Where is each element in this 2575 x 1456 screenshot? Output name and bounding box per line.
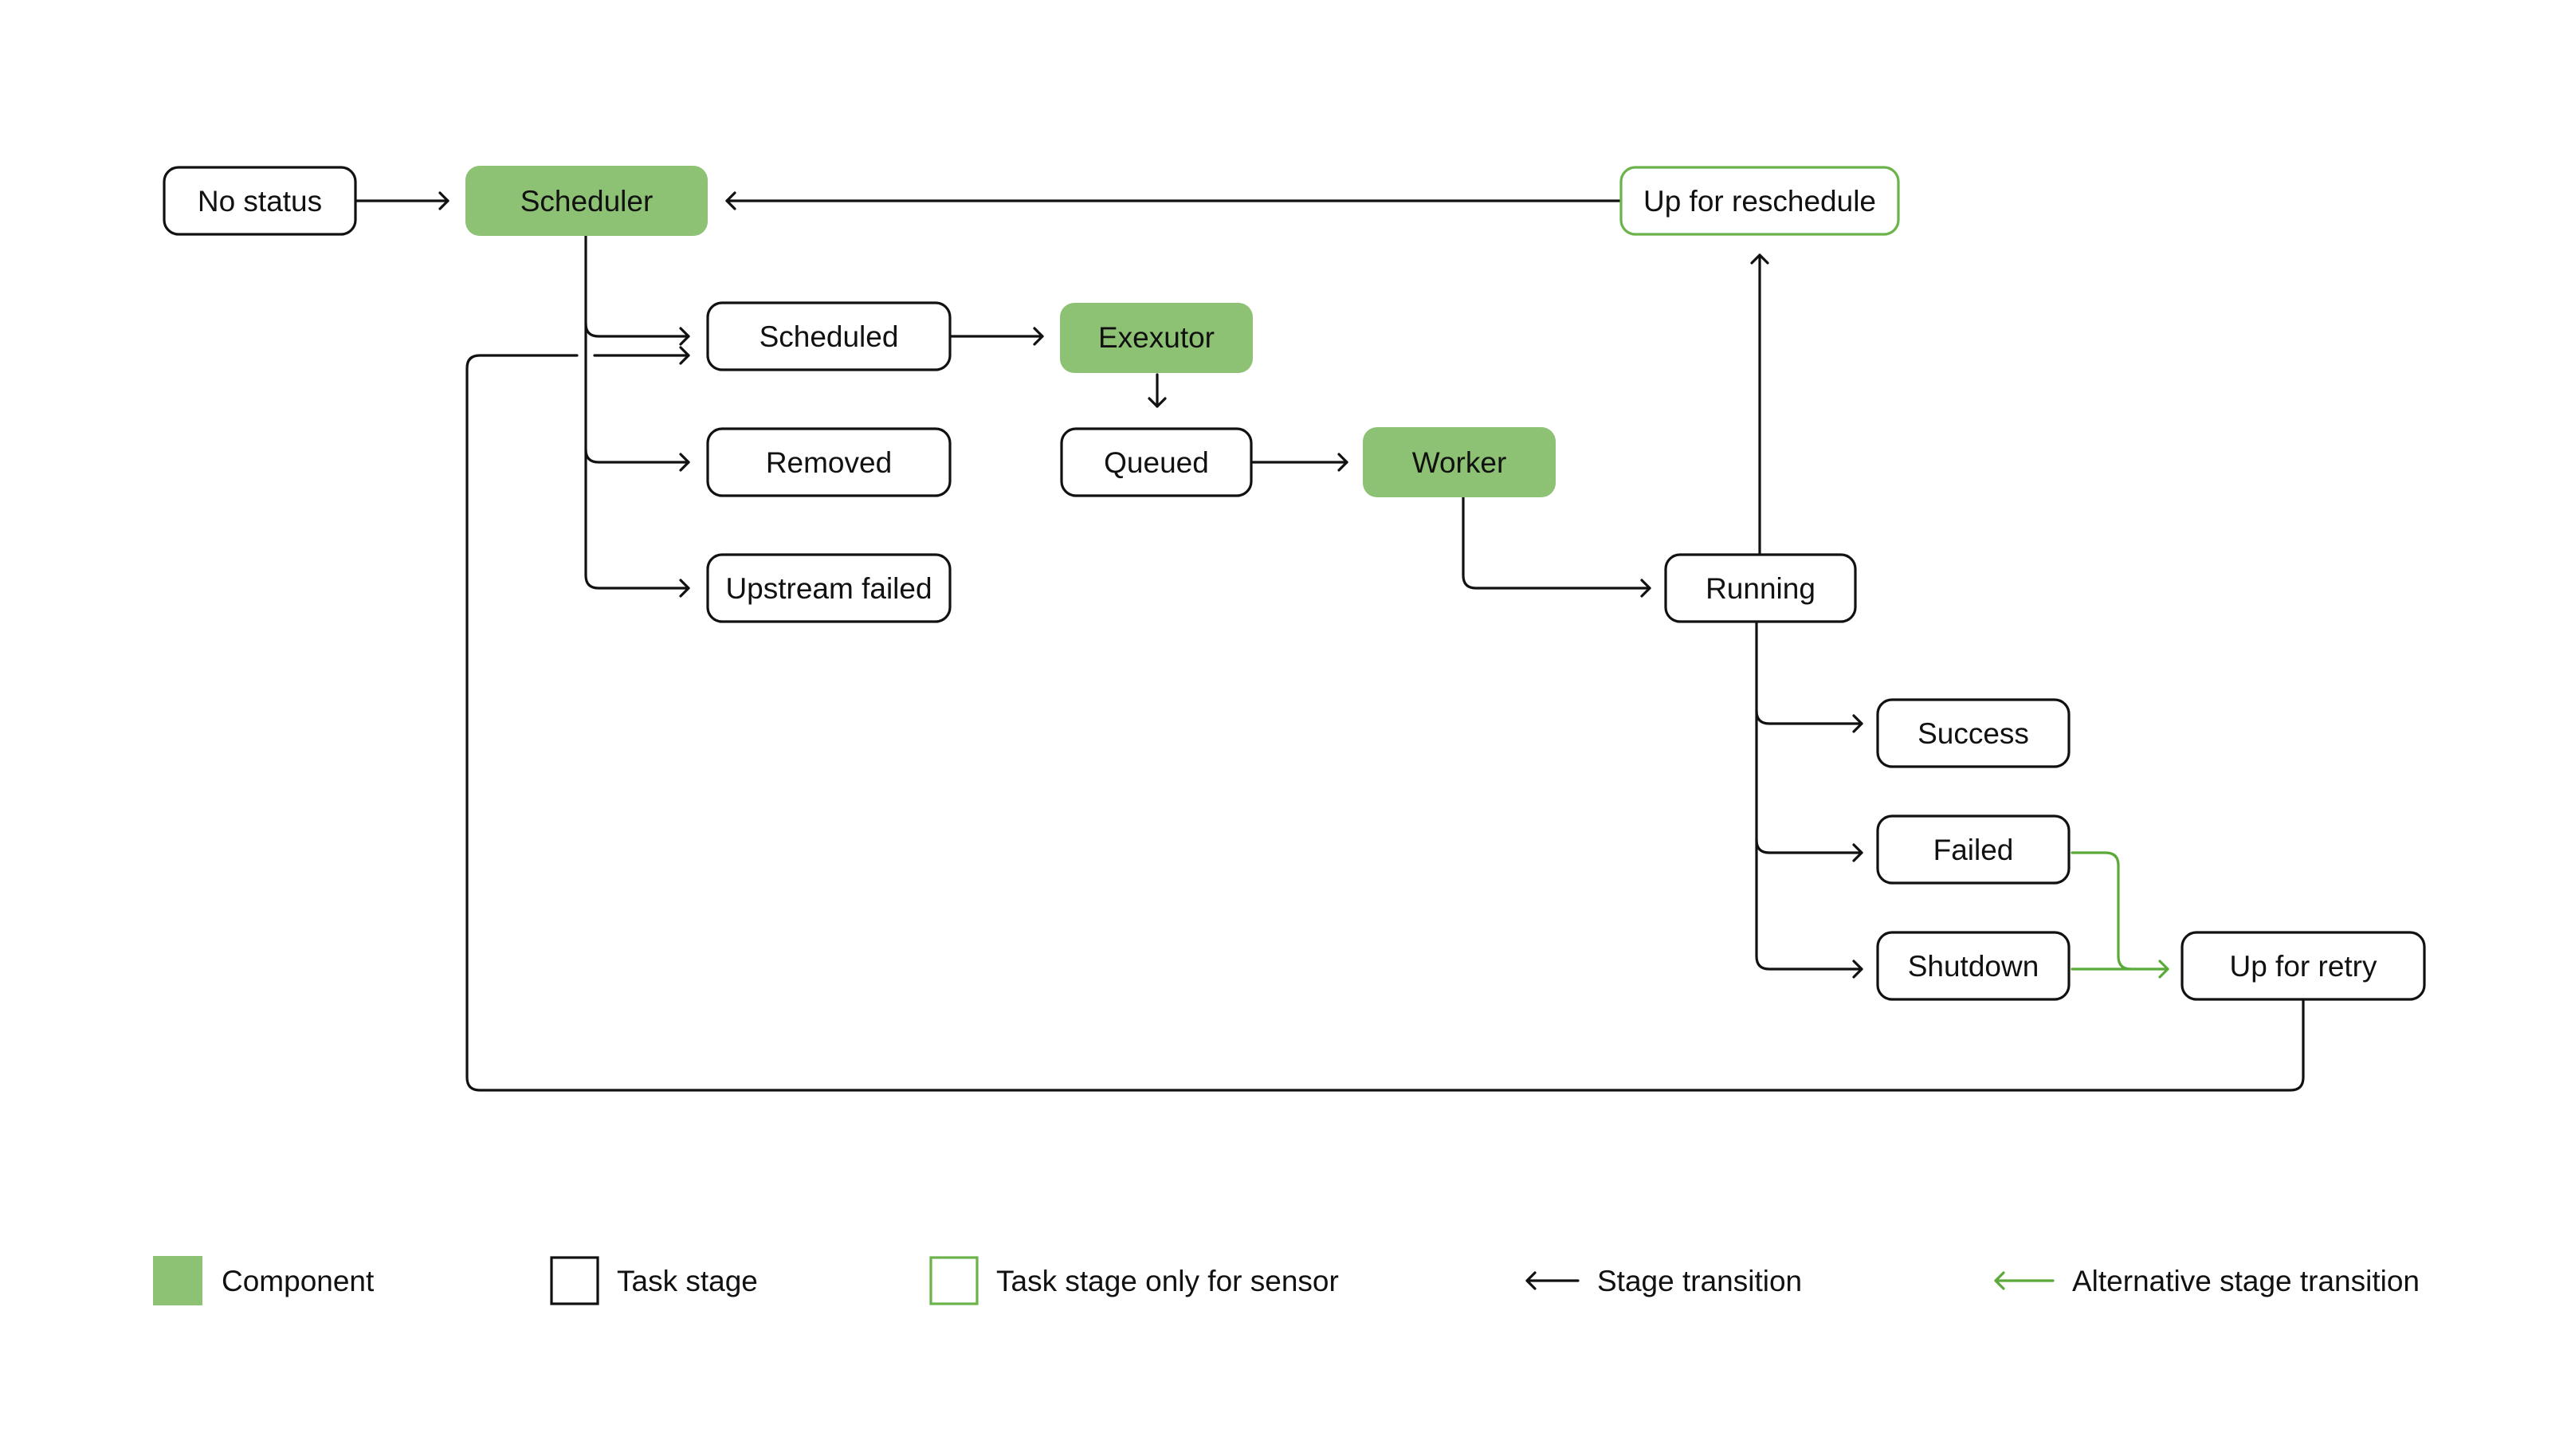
edge-running-shutdown-arrowhead [1852,960,1863,979]
legend-component-swatch [153,1256,202,1305]
legend-alt-transition-label: Alternative stage transition [2072,1265,2420,1297]
edge-running-reschedule-arrowhead [1750,253,1769,265]
node-running-label: Running [1706,572,1815,605]
legend-stage-transition: Stage transition [1525,1265,1802,1297]
edge-alt-shutdown-retry-arrowhead [2158,960,2169,979]
legend-alt-transition: Alternative stage transition [1994,1265,2420,1297]
legend: Component Task stage Task stage only for… [153,1256,2420,1305]
edge-retry-loop-arrowhead [679,346,690,365]
node-removed-label: Removed [766,446,892,479]
edge-running-failed [1755,838,1863,854]
legend-component-label: Component [222,1265,375,1297]
legend-sensor-stage-label: Task stage only for sensor [996,1265,1339,1297]
node-up-for-reschedule: Up for reschedule [1619,166,1900,236]
edge-running-trunk [1755,622,1863,971]
edge-nostatus-scheduler-arrowhead [438,191,449,210]
node-exexutor-label: Exexutor [1098,321,1215,354]
node-scheduler: Scheduler [465,166,708,236]
edge-scheduled-exexutor-arrowhead [1033,327,1044,346]
edge-worker-running-arrowhead [1640,579,1651,598]
legend-component: Component [153,1256,375,1305]
legend-stage-transition-arrow [1525,1271,1580,1290]
node-upstream-failed: Upstream failed [706,553,952,623]
edge-worker-running [1462,496,1651,590]
legend-task-stage-label: Task stage [617,1265,758,1297]
node-worker: Worker [1363,427,1556,497]
node-no-status: No status [163,166,357,236]
edge-scheduler-removed [584,448,690,464]
node-failed-label: Failed [1933,834,2014,866]
legend-alt-transition-arrow [1994,1271,2055,1290]
edge-scheduler-scheduled [584,322,690,338]
node-queued-label: Queued [1104,446,1209,479]
node-worker-label: Worker [1412,446,1507,479]
legend-task-stage: Task stage [550,1256,758,1305]
node-up-for-retry-label: Up for retry [2229,950,2377,983]
node-scheduled: Scheduled [706,301,952,371]
node-up-for-retry: Up for retry [2181,931,2426,1001]
node-success-label: Success [1918,717,2029,750]
node-up-for-reschedule-label: Up for reschedule [1643,185,1876,218]
edge-exexutor-queued-arrowhead [1148,397,1167,408]
edge-running-success [1755,709,1863,725]
edge-scheduler-trunk [584,234,690,590]
node-exexutor: Exexutor [1060,303,1253,373]
edge-to-upstream-failed-arrowhead [679,579,690,598]
node-shutdown: Shutdown [1876,931,2071,1001]
node-no-status-label: No status [198,185,322,218]
edge-queued-worker-arrowhead [1337,453,1348,472]
edge-reschedule-scheduler-arrowhead [725,191,736,210]
edge-retry-loop [465,354,2305,1092]
legend-sensor-stage: Task stage only for sensor [929,1256,1339,1305]
node-scheduled-label: Scheduled [760,320,899,353]
edge-alt-failed-retry [2071,851,2133,971]
node-success: Success [1876,698,2071,768]
node-scheduler-label: Scheduler [520,185,654,218]
edge-scheduler-removed-arrowhead [679,453,690,472]
edge-scheduler-scheduled-arrowhead [679,327,690,346]
node-running: Running [1664,553,1857,623]
node-removed: Removed [706,427,952,497]
edge-running-failed-arrowhead [1852,843,1863,862]
node-upstream-failed-label: Upstream failed [725,572,932,605]
legend-task-stage-swatch [550,1256,599,1305]
node-queued: Queued [1060,427,1253,497]
legend-stage-transition-label: Stage transition [1597,1265,1802,1297]
node-shutdown-label: Shutdown [1908,950,2039,983]
edge-running-success-arrowhead [1852,714,1863,733]
legend-sensor-stage-swatch [929,1256,979,1305]
node-failed: Failed [1876,814,2071,885]
